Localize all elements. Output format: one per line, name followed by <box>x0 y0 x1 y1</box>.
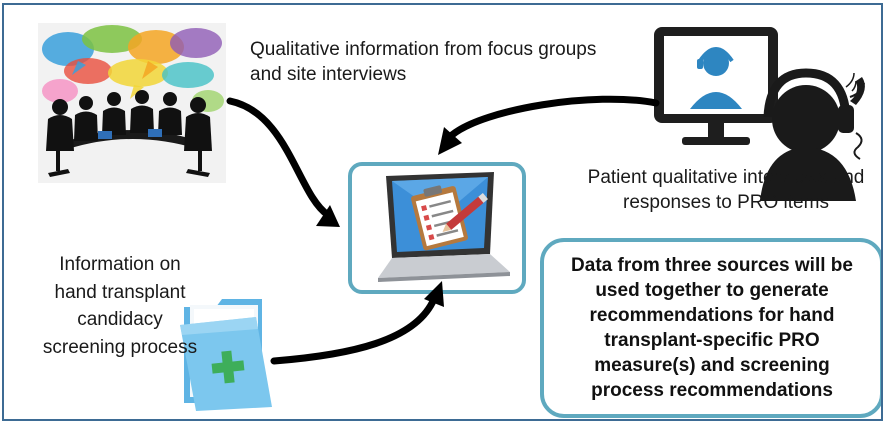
arrows-layer <box>226 95 660 365</box>
arrow-folder-to-center <box>270 295 438 365</box>
candidacy-info-label: Information on hand transplant candidacy… <box>42 254 198 358</box>
focus-groups-label: Qualitative information from focus group… <box>250 39 597 85</box>
meeting-speech-bubbles-icon <box>38 23 226 183</box>
summary-text: Data from three sources will be used tog… <box>571 255 853 401</box>
arrow-focus-to-center <box>226 97 332 219</box>
laptop-checklist-icon <box>378 172 510 282</box>
summary-box: Data from three sources will be used tog… <box>540 238 881 418</box>
arrowhead-focus <box>316 205 340 227</box>
diagram-frame: Qualitative information from focus group… <box>2 3 883 421</box>
arrow-interview-to-center <box>448 95 660 139</box>
patient-interviews-label: Patient qualitative interviews and respo… <box>587 167 865 213</box>
arrowhead-interview <box>438 127 462 155</box>
central-data-box <box>348 162 526 294</box>
phone-interview-headset-icon <box>654 27 865 201</box>
medical-folder-icon <box>180 299 272 411</box>
arrowhead-folder <box>424 281 444 307</box>
